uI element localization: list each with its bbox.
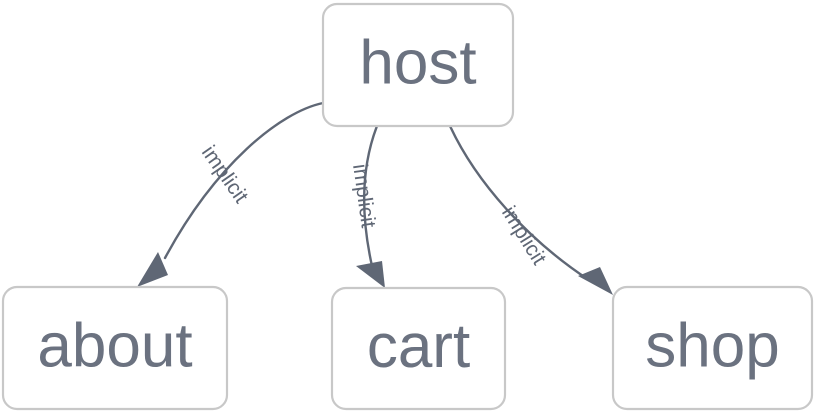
- edge-label-host-shop: implicit: [497, 202, 551, 269]
- node-host-shape: [321, 2, 515, 128]
- node-about-label: about: [37, 311, 192, 380]
- edge-path: [363, 124, 379, 268]
- node-about[interactable]: about: [1, 285, 229, 411]
- node-shop-shape: [611, 285, 814, 411]
- edge-labels-layer: implicit implicit implicit: [197, 142, 551, 269]
- node-host-label: host: [359, 28, 476, 97]
- node-cart-label: cart: [367, 312, 470, 381]
- arrowhead-icon: [137, 252, 168, 287]
- edge-path: [163, 101, 325, 260]
- edge-host-about[interactable]: [137, 101, 325, 287]
- node-shop[interactable]: shop: [611, 285, 814, 411]
- node-cart-shape: [330, 286, 507, 411]
- node-about-shape: [1, 285, 229, 411]
- edge-host-shop[interactable]: [448, 124, 613, 295]
- edge-path: [448, 124, 591, 282]
- node-cart[interactable]: cart: [330, 286, 507, 411]
- node-shop-label: shop: [645, 311, 779, 380]
- arrowhead-icon: [578, 267, 613, 295]
- edges-layer: [137, 101, 613, 295]
- edge-host-cart[interactable]: [356, 124, 385, 288]
- node-host[interactable]: host: [321, 2, 515, 128]
- arrowhead-icon: [356, 261, 385, 288]
- edge-label-host-cart: implicit: [348, 162, 380, 229]
